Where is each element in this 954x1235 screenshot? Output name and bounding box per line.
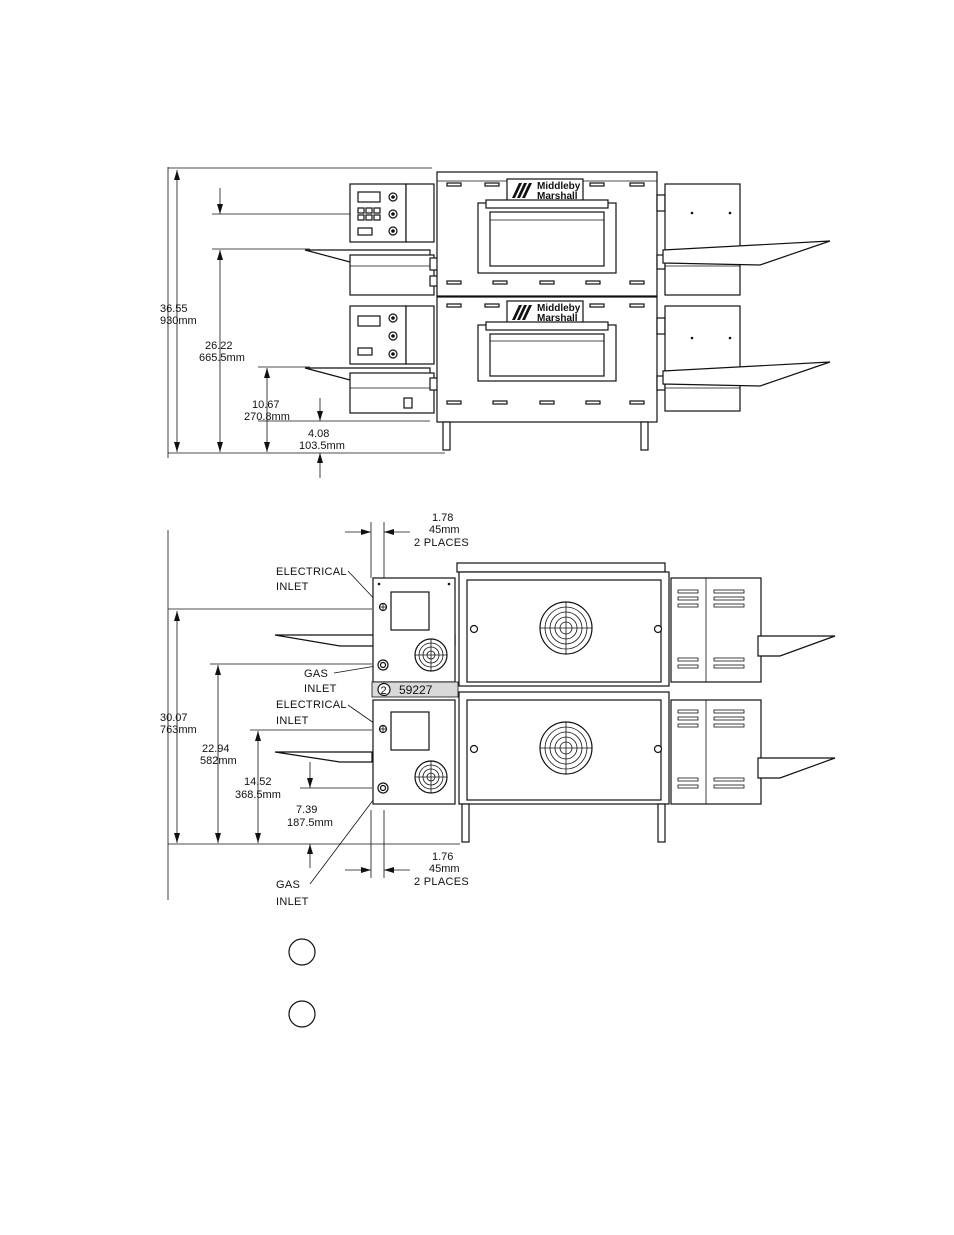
gas-inlet-label-2b: INLET: [276, 896, 309, 908]
rear-dim-third-in: 14.52: [244, 776, 272, 788]
rear-view: 1.78 45mm 2 PLACES 1.76 45mm 2 PLACES 30…: [160, 512, 835, 908]
lower-oven-front: Middleby Marshall: [305, 297, 830, 450]
gas-inlet-label-1a: GAS: [304, 668, 328, 680]
dim-second-mm: 665.5mm: [199, 352, 245, 364]
part-tag-text: 59227: [399, 683, 433, 697]
dim-third-in: 10.67: [252, 399, 280, 411]
dim-third-mm: 270.8mm: [244, 411, 290, 423]
electrical-inlet-label-2b: INLET: [276, 715, 309, 727]
rear-dim-third-mm: 368.5mm: [235, 789, 281, 801]
bottom-dim-note: 2 PLACES: [414, 876, 469, 888]
part-tag-number: 2: [381, 685, 387, 697]
rear-dim-overall-mm: 763mm: [160, 724, 197, 736]
gas-inlet-label-1b: INLET: [304, 683, 337, 695]
bottom-dim-in: 1.76: [432, 851, 453, 863]
rear-dim-second-mm: 582mm: [200, 755, 237, 767]
dim-overall-mm: 930mm: [160, 315, 197, 327]
bottom-dim-mm: 45mm: [429, 863, 460, 875]
upper-oven-front: Middleby Marshall: [305, 172, 830, 296]
dim-leg-mm: 103.5mm: [299, 440, 345, 452]
rear-dim-fourth-mm: 187.5mm: [287, 817, 333, 829]
top-dim-mm: 45mm: [429, 524, 460, 536]
legend-circle-2: [289, 1001, 315, 1027]
top-dim-in: 1.78: [432, 512, 453, 524]
dim-second-in: 26.22: [205, 340, 233, 352]
top-dim-note: 2 PLACES: [414, 537, 469, 549]
legend-circle-1: [289, 939, 315, 965]
upper-oven-rear: [275, 563, 835, 686]
rear-dim-second-in: 22.94: [202, 743, 230, 755]
dim-overall-in: 36.55: [160, 303, 188, 315]
electrical-inlet-label-2a: ELECTRICAL: [276, 699, 347, 711]
front-view: 36.55 930mm 26.22 665.5mm 10.67 270.8mm …: [160, 167, 830, 478]
rear-dim-fourth-in: 7.39: [296, 804, 317, 816]
gas-inlet-label-2a: GAS: [276, 879, 300, 891]
electrical-inlet-label-1a: ELECTRICAL: [276, 566, 347, 578]
dim-leg-in: 4.08: [308, 428, 329, 440]
rear-dim-overall-in: 30.07: [160, 712, 188, 724]
electrical-inlet-label-1b: INLET: [276, 581, 309, 593]
